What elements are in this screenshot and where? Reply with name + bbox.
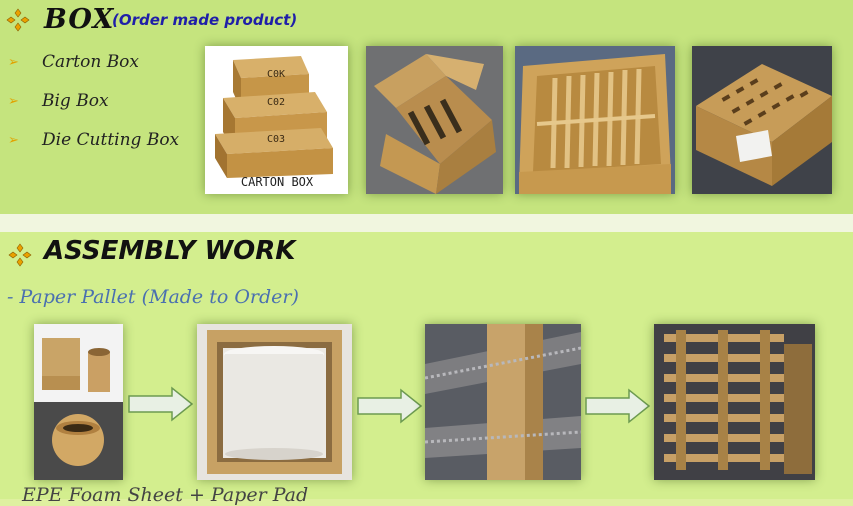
box-code-label: C02 bbox=[267, 97, 285, 108]
box-code-label: C03 bbox=[267, 134, 285, 145]
list-item-big-box: ➢ Big Box bbox=[8, 90, 109, 112]
flow-arrow-icon bbox=[357, 388, 423, 424]
arrow-bullet-icon: ➢ bbox=[8, 55, 19, 70]
die-cutting-box-photo bbox=[692, 46, 832, 194]
diamond-bullet-icon bbox=[6, 8, 30, 32]
materials-photo bbox=[34, 324, 123, 480]
epe-foam-caption: EPE Foam Sheet + Paper Pad bbox=[22, 484, 309, 506]
pallet-component-photo bbox=[425, 324, 581, 480]
section-divider bbox=[0, 214, 853, 232]
box-heading: BOX bbox=[44, 4, 115, 35]
paper-pallet-subheading: - Paper Pallet (Made to Order) bbox=[7, 286, 299, 308]
finished-pallet-photo bbox=[654, 324, 815, 480]
list-item-label: Die Cutting Box bbox=[42, 130, 180, 150]
flow-arrow-icon bbox=[128, 386, 194, 422]
list-item-label: Carton Box bbox=[42, 52, 140, 72]
carton-box-photo: C0K C02 C03 CARTON BOX bbox=[205, 46, 348, 194]
list-item-carton-box: ➢ Carton Box bbox=[8, 51, 139, 73]
diamond-bullet-icon bbox=[8, 243, 32, 267]
divider-box-photo bbox=[515, 46, 675, 194]
box-subheading: (Order made product) bbox=[112, 11, 298, 29]
box-code-label: C0K bbox=[267, 69, 285, 80]
list-item-die-cutting-box: ➢ Die Cutting Box bbox=[8, 129, 179, 151]
assembly-heading: ASSEMBLY WORK bbox=[44, 236, 296, 266]
foam-in-box-photo bbox=[197, 324, 352, 480]
carton-box-caption: CARTON BOX bbox=[241, 175, 314, 189]
flow-arrow-icon bbox=[585, 388, 651, 424]
big-box-photo bbox=[366, 46, 503, 194]
arrow-bullet-icon: ➢ bbox=[8, 133, 19, 148]
list-item-label: Big Box bbox=[42, 91, 109, 111]
arrow-bullet-icon: ➢ bbox=[8, 94, 19, 109]
